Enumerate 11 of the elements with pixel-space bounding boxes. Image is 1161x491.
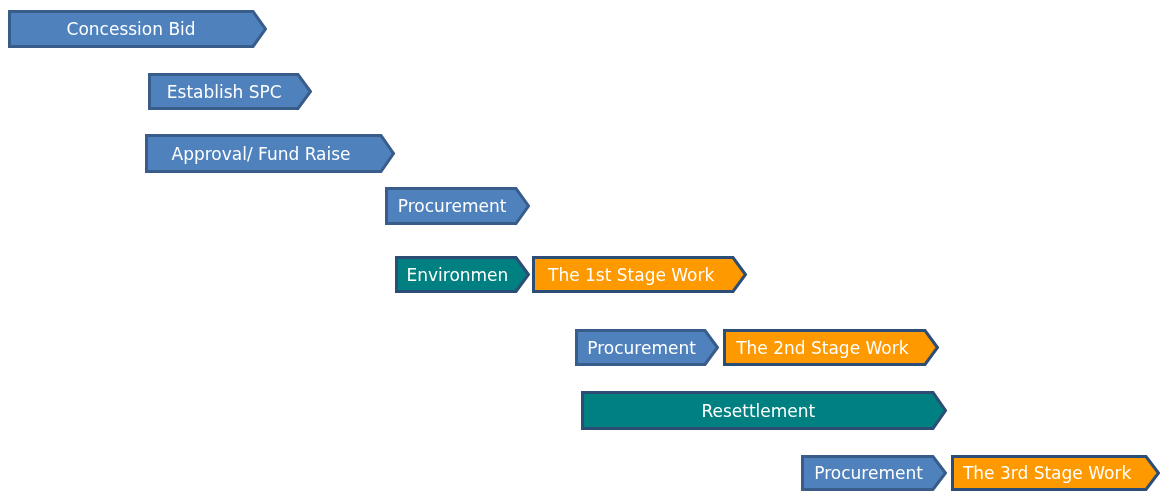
task-label: Concession Bid (66, 19, 196, 39)
task-label: Procurement (397, 196, 507, 216)
task-label: Resettlement (701, 400, 816, 421)
task-label: The 2nd Stage Work (736, 337, 909, 358)
task-label: Establish SPC (166, 81, 282, 102)
task-label: Procurement (814, 463, 923, 483)
task-label: The 1st Stage Work (548, 264, 715, 285)
task-label: Procurement (587, 337, 696, 358)
task-label: Approval/ Fund Raise (171, 143, 351, 164)
task-label: The 3rd Stage Work (962, 463, 1132, 483)
task-label: Environmen (406, 264, 509, 285)
